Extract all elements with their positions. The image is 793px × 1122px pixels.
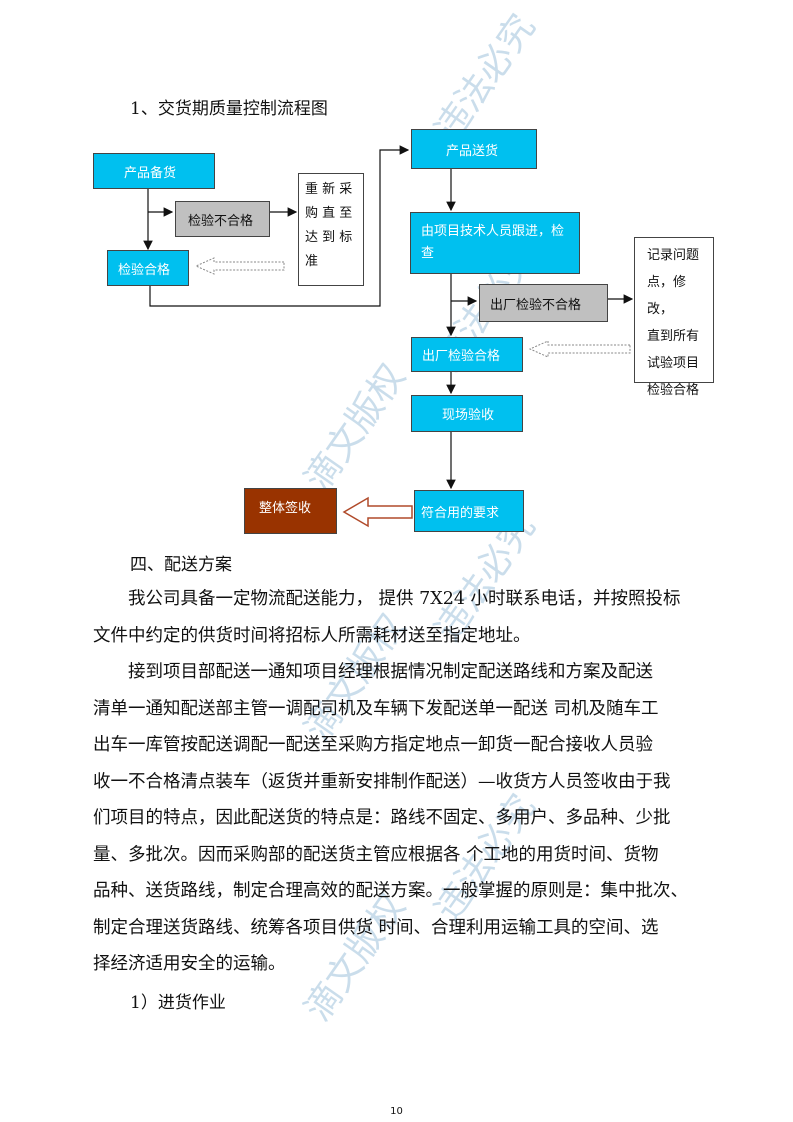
subsection-title: 1）进货作业 — [130, 993, 226, 1013]
text-line: 出车一库管按配送调配一配送至采购方指定地点一卸货一配合接收人员验 — [93, 735, 653, 755]
box-label: 产品送货 — [446, 143, 499, 159]
record-line: 直到所有 — [647, 329, 700, 344]
record-line: 记录问题 — [647, 248, 700, 263]
inspection-pass-box: 检验合格 — [107, 250, 189, 286]
text-line: 们项目的特点，因此配送货的特点是：路线不固定、多用户、多品种、少批 — [93, 808, 671, 828]
factory-fail-box: 出厂检验不合格 — [479, 284, 608, 322]
page-number: 10 — [390, 1106, 403, 1117]
final-sign-box: 整体签收 — [244, 488, 337, 534]
box-label: 出厂检验合格 — [422, 349, 501, 364]
flowchart-connectors — [143, 145, 634, 528]
box-label: 出厂检验不合格 — [490, 297, 582, 313]
repurchase-line: 重 新 采 — [305, 182, 353, 197]
box-label: 符合用的要求 — [421, 505, 500, 521]
box-label: 整体签收 — [259, 501, 312, 516]
text-line: 清单一通知配送部主管一调配司机及车辆下发配送单一配送 司机及随车工 — [93, 698, 659, 719]
inspection-fail-box: 检验不合格 — [175, 201, 270, 237]
box-label: 现场验收 — [442, 408, 495, 423]
record-box: 记录问题 点，修改， 直到所有 试验项目 检验合格 — [634, 237, 714, 398]
record-line: 点，修改， — [647, 275, 687, 317]
box-line: 查 — [421, 246, 435, 261]
repurchase-line: 达 到 标 — [305, 230, 353, 245]
tech-follow-box: 由项目技术人员跟进，检 查 — [410, 212, 580, 274]
box-label: 产品备货 — [124, 165, 177, 181]
repurchase-box: 重 新 采 购 直 至 达 到 标 准 — [298, 173, 364, 286]
section-title: 1、交货期质量控制流程图 — [130, 99, 328, 119]
repurchase-line: 购 直 至 — [305, 206, 353, 221]
text-line: 制定合理送货路线、统筹各项目供货 时间、合理利用运输工具的空间、选 — [93, 917, 659, 938]
paragraph-1: 我公司具备一定物流配送能力， 提供 7X24 小时联系电话，并按照投标 文件中约… — [93, 581, 705, 654]
text-line: 接到项目部配送一通知项目经理根据情况制定配送路线和方案及配送 — [128, 662, 653, 682]
factory-pass-box: 出厂检验合格 — [411, 337, 523, 372]
text-line: 品种、送货路线，制定合理高效的配送方案。一般掌握的原则是：集中批次、 — [93, 881, 688, 901]
paragraph-2: 接到项目部配送一通知项目经理根据情况制定配送路线和方案及配送 清单一通知配送部主… — [93, 654, 705, 983]
meets-requirement-box: 符合用的要求 — [414, 490, 524, 532]
text-line: 我公司具备一定物流配送能力， 提供 7X24 小时联系电话，并按照投标 — [128, 589, 681, 609]
record-line: 试验项目 — [647, 356, 700, 371]
product-prep-box: 产品备货 — [93, 153, 215, 189]
section-title: 四、配送方案 — [130, 555, 232, 575]
repurchase-line: 准 — [305, 254, 319, 269]
text-line: 收一不合格清点装车（返货并重新安排制作配送）—收货方人员签收由于我 — [93, 771, 671, 792]
delivery-box: 产品送货 — [411, 129, 537, 169]
box-line: 由项目技术人员跟进，检 — [421, 224, 565, 239]
site-accept-box: 现场验收 — [411, 395, 523, 432]
text-line: 文件中约定的供货时间将招标人所需耗材送至指定地址。 — [93, 625, 531, 646]
record-line: 检验合格 — [647, 383, 700, 398]
text-line: 择经济适用安全的运输。 — [93, 954, 286, 974]
text-line: 量、多批次。因而采购部的配送货主管应根据各 个工地的用货时间、货物 — [93, 844, 659, 865]
box-label: 检验不合格 — [188, 213, 254, 229]
box-label: 检验合格 — [118, 262, 171, 278]
